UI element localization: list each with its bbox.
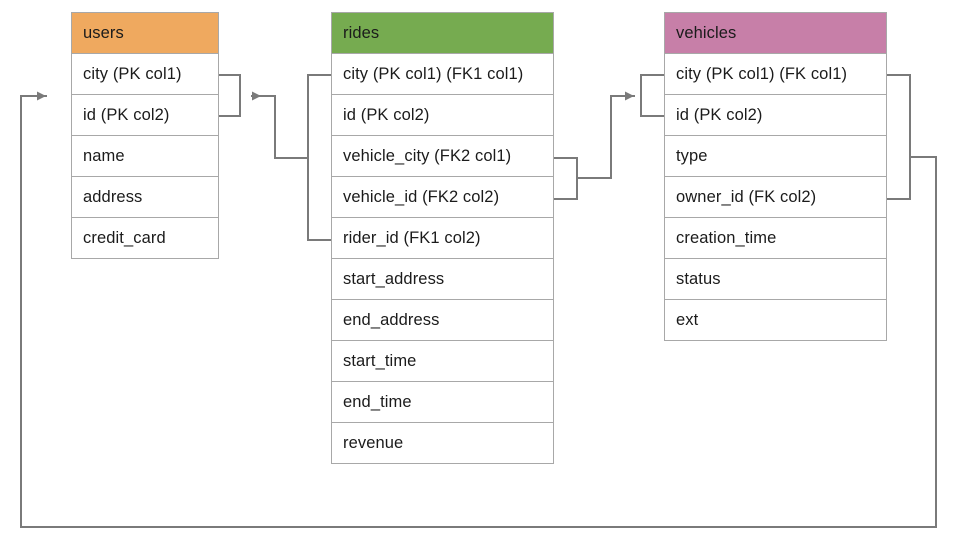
table-rides-column-id[interactable]: id (PK col2)	[331, 95, 554, 136]
table-rides-header: rides	[331, 12, 554, 54]
column-label: credit_card	[83, 228, 166, 247]
fk1-source-bracket	[307, 74, 332, 241]
table-rides-column-revenue[interactable]: revenue	[331, 423, 554, 464]
fk2-link	[576, 91, 635, 179]
fk1-link	[251, 91, 309, 159]
table-rides-column-end-time[interactable]: end_time	[331, 382, 554, 423]
table-vehicles-column-owner-id[interactable]: owner_id (FK col2)	[664, 177, 887, 218]
fk2-source-bracket	[553, 157, 578, 200]
column-label: creation_time	[676, 228, 777, 247]
column-label: end_time	[343, 392, 412, 411]
table-vehicles-column-ext[interactable]: ext	[664, 300, 887, 341]
fk3-source-bracket	[886, 74, 911, 200]
table-users-column-credit-card[interactable]: credit_card	[71, 218, 219, 259]
column-label: id (PK col2)	[83, 105, 170, 124]
column-label: status	[676, 269, 721, 288]
column-label: city (PK col1)	[83, 64, 182, 83]
fk1-target-bracket	[218, 74, 241, 117]
column-label: ext	[676, 310, 699, 329]
column-label: vehicle_id (FK2 col2)	[343, 187, 500, 206]
table-users[interactable]: users city (PK col1) id (PK col2) name a…	[71, 12, 219, 259]
table-vehicles-column-status[interactable]: status	[664, 259, 887, 300]
column-label: rider_id (FK1 col2)	[343, 228, 481, 247]
table-rides[interactable]: rides city (PK col1) (FK1 col1) id (PK c…	[331, 12, 554, 464]
table-vehicles-title: vehicles	[676, 23, 737, 42]
column-label: owner_id (FK col2)	[676, 187, 817, 206]
table-users-column-city[interactable]: city (PK col1)	[71, 54, 219, 95]
table-vehicles-column-id[interactable]: id (PK col2)	[664, 95, 887, 136]
column-label: vehicle_city (FK2 col1)	[343, 146, 512, 165]
column-label: revenue	[343, 433, 404, 452]
table-vehicles[interactable]: vehicles city (PK col1) (FK col1) id (PK…	[664, 12, 887, 341]
table-rides-column-vehicle-city[interactable]: vehicle_city (FK2 col1)	[331, 136, 554, 177]
table-rides-column-start-address[interactable]: start_address	[331, 259, 554, 300]
column-label: city (PK col1) (FK col1)	[676, 64, 848, 83]
column-label: city (PK col1) (FK1 col1)	[343, 64, 524, 83]
table-users-header: users	[71, 12, 219, 54]
table-rides-column-city[interactable]: city (PK col1) (FK1 col1)	[331, 54, 554, 95]
table-rides-title: rides	[343, 23, 380, 42]
column-label: name	[83, 146, 125, 165]
table-vehicles-header: vehicles	[664, 12, 887, 54]
table-users-column-id[interactable]: id (PK col2)	[71, 95, 219, 136]
column-label: type	[676, 146, 708, 165]
table-rides-column-rider-id[interactable]: rider_id (FK1 col2)	[331, 218, 554, 259]
column-label: start_time	[343, 351, 417, 370]
table-rides-column-vehicle-id[interactable]: vehicle_id (FK2 col2)	[331, 177, 554, 218]
table-users-title: users	[83, 23, 124, 42]
fk2-target-bracket	[640, 74, 665, 117]
column-label: id (PK col2)	[343, 105, 430, 124]
table-rides-column-end-address[interactable]: end_address	[331, 300, 554, 341]
column-label: id (PK col2)	[676, 105, 763, 124]
column-label: address	[83, 187, 143, 206]
table-vehicles-column-type[interactable]: type	[664, 136, 887, 177]
table-vehicles-column-creation-time[interactable]: creation_time	[664, 218, 887, 259]
table-rides-column-start-time[interactable]: start_time	[331, 341, 554, 382]
table-users-column-address[interactable]: address	[71, 177, 219, 218]
column-label: end_address	[343, 310, 440, 329]
table-vehicles-column-city[interactable]: city (PK col1) (FK col1)	[664, 54, 887, 95]
table-users-column-name[interactable]: name	[71, 136, 219, 177]
column-label: start_address	[343, 269, 445, 288]
